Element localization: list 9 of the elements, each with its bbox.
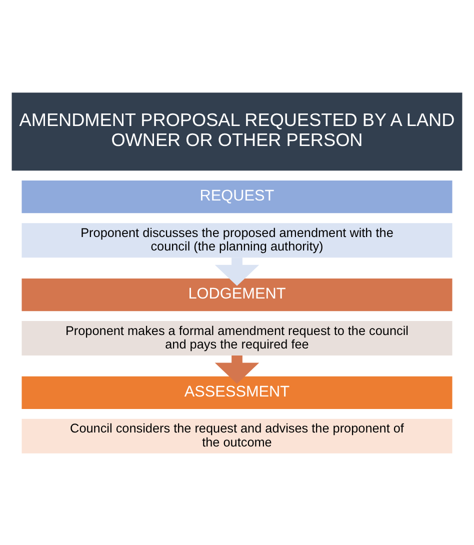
node-box: Proponent discusses the proposed amendment with the council (the planning authority) [22,222,452,258]
node-box: Proponent makes a formal amendment request to the council and pays the required fee [22,320,452,355]
node-box: LODGEMENT [22,278,452,311]
node-box: Council considers the request and advises the proponent of the outcome [22,418,452,453]
node-box: REQUEST [22,180,452,213]
arrow [214,257,260,286]
node-box: AMENDMENT PROPOSAL REQUESTED BY A LAND OWNER OR OTHER PERSON [12,92,462,170]
arrow [214,355,260,384]
node-box: ASSESSMENT [22,376,452,408]
